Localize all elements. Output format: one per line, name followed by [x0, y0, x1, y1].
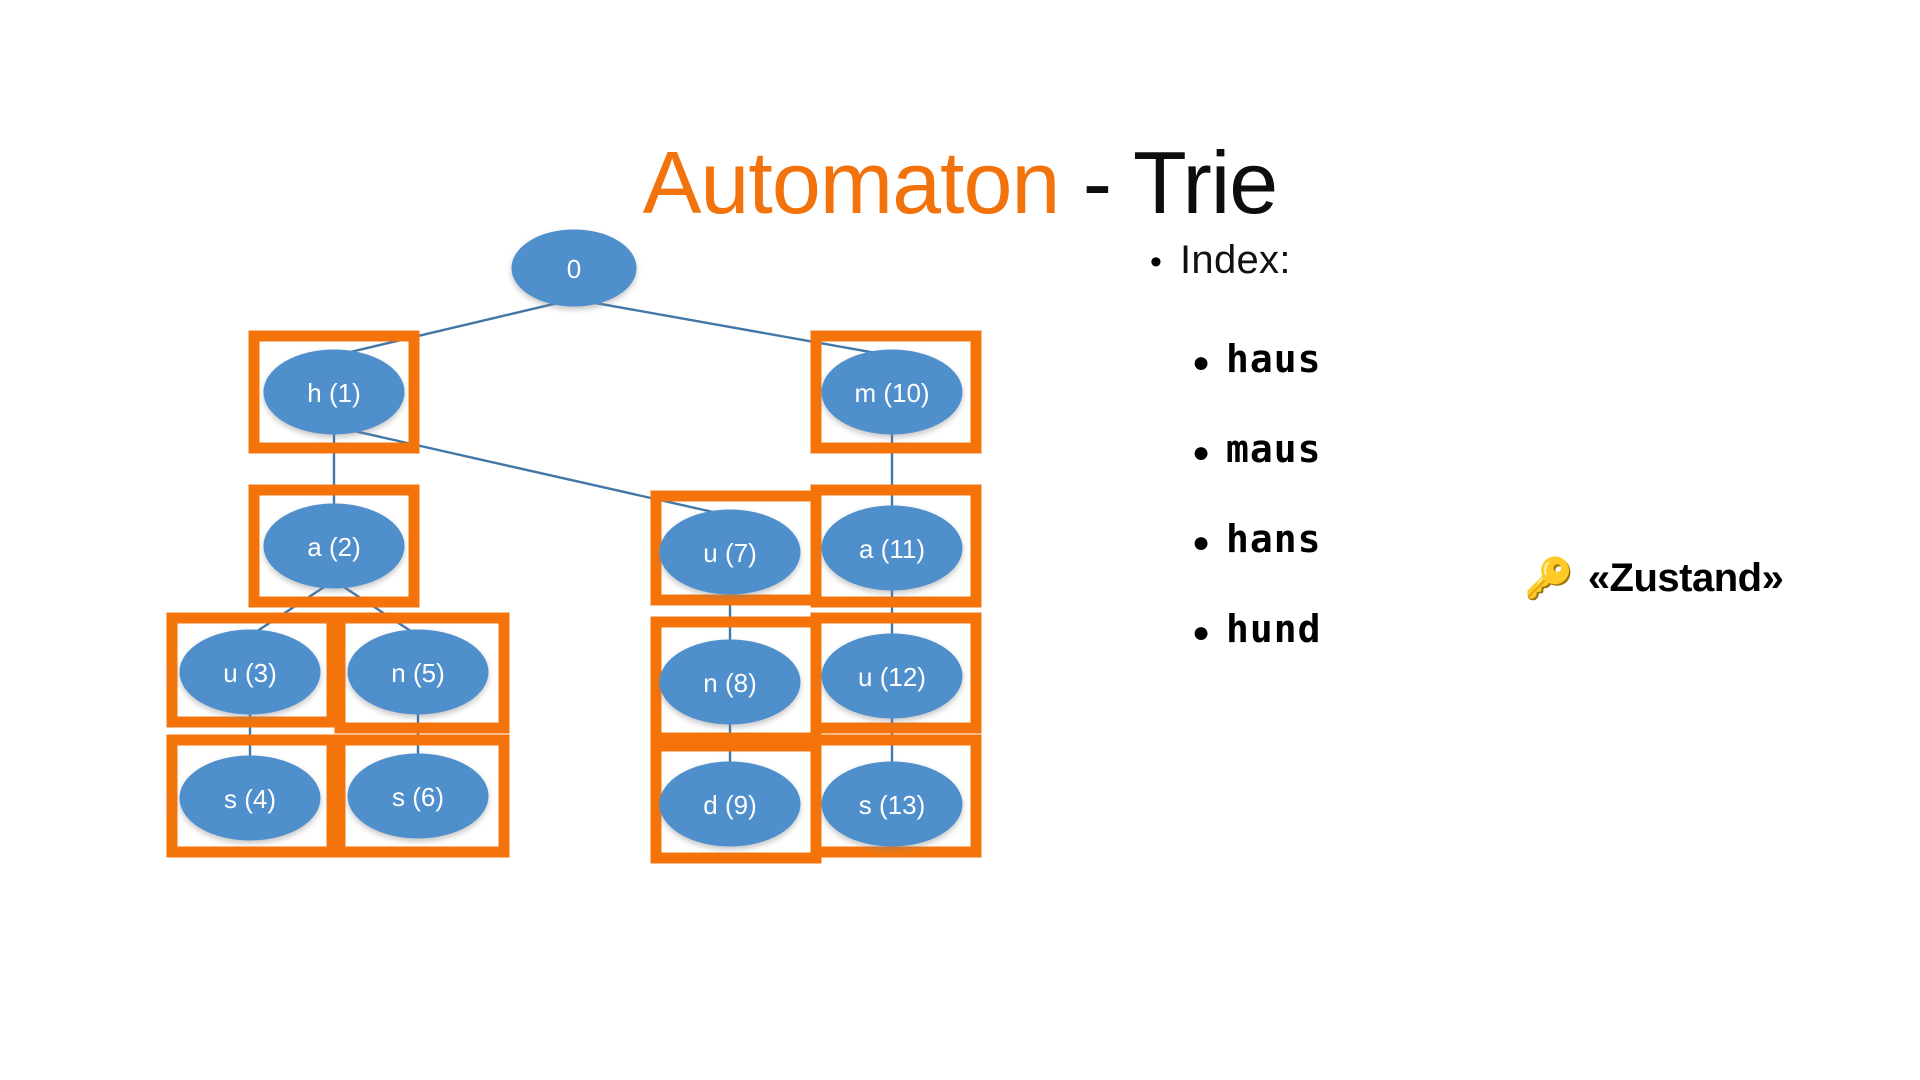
title-accent-text: Automaton — [642, 132, 1061, 232]
node-label-5: n (5) — [391, 658, 444, 688]
tree-node-11[interactable]: a (11) — [821, 505, 963, 591]
node-ellipse-9 — [659, 761, 801, 847]
list-item-word-maus: ● maus — [1192, 427, 1910, 471]
word-label-haus: haus — [1226, 337, 1322, 381]
tree-edge-0-to-1 — [333, 297, 575, 358]
word-label-hans: hans — [1226, 517, 1322, 561]
node-label-1: h (1) — [307, 378, 360, 408]
node-ellipse-10 — [821, 349, 963, 435]
node-ellipse-11 — [821, 505, 963, 591]
trie-diagram: 0 h (1) m (10) a (2) u (7) a (11) u (3) n (5) n … — [150, 228, 1080, 988]
list-item-word-hans: ● hans — [1192, 517, 1910, 561]
state-box-12 — [810, 612, 982, 734]
node-label-13: s (13) — [859, 790, 925, 820]
tree-edge-1-to-7 — [333, 425, 731, 518]
bullet-dot-icon: ● — [1192, 346, 1211, 379]
bullet-dot-icon: ● — [1192, 616, 1211, 649]
node-ellipse-0 — [511, 229, 637, 307]
bullet-item-index: • Index: — [1150, 238, 1910, 283]
content-column: • Index: ● haus ● maus ● hans ● hund — [1150, 238, 1910, 697]
node-label-8: n (8) — [703, 668, 756, 698]
tree-node-12[interactable]: u (12) — [821, 633, 963, 719]
list-item-word-hund: ● hund — [1192, 607, 1910, 651]
node-label-6: s (6) — [392, 782, 444, 812]
tree-node-3[interactable]: u (3) — [179, 629, 321, 715]
node-label-9: d (9) — [703, 790, 756, 820]
tree-node-9[interactable]: d (9) — [659, 761, 801, 847]
page-title: Automaton - Trie — [0, 136, 1920, 229]
tree-node-13[interactable]: s (13) — [821, 761, 963, 847]
bullet-label-index: Index: — [1180, 238, 1291, 282]
tree-node-7[interactable]: u (7) — [659, 509, 801, 595]
tree-node-10[interactable]: m (10) — [821, 349, 963, 435]
node-ellipse-13 — [821, 761, 963, 847]
node-label-0: 0 — [567, 254, 581, 284]
legend-zustand: 🔑 «Zustand» — [1524, 556, 1784, 601]
node-ellipse-4 — [179, 755, 321, 841]
tree-edge-2-to-3 — [249, 579, 335, 637]
bullet-dot-icon: ● — [1192, 436, 1211, 469]
node-ellipse-5 — [347, 629, 489, 715]
tree-node-0[interactable]: 0 — [511, 229, 637, 307]
state-box-1 — [248, 330, 420, 454]
tree-node-4[interactable]: s (4) — [179, 755, 321, 841]
tree-edge-2-to-5 — [333, 579, 419, 637]
state-box-13 — [810, 734, 982, 858]
node-ellipse-7 — [659, 509, 801, 595]
tree-node-2[interactable]: a (2) — [263, 503, 405, 589]
trie-svg: 0 h (1) m (10) a (2) u (7) a (11) u (3) n (5) n … — [166, 229, 982, 864]
node-label-2: a (2) — [307, 532, 360, 562]
node-label-12: u (12) — [858, 662, 926, 692]
node-label-10: m (10) — [854, 378, 929, 408]
state-box-3 — [166, 612, 338, 728]
tree-node-6[interactable]: s (6) — [347, 753, 489, 839]
node-ellipse-2 — [263, 503, 405, 589]
tree-nodes-layer: 0 h (1) m (10) a (2) u (7) a (11) u (3) n (5) n … — [179, 229, 963, 847]
legend-label-zustand: «Zustand» — [1587, 556, 1784, 600]
word-label-hund: hund — [1226, 607, 1322, 651]
state-box-6 — [334, 734, 510, 858]
node-label-3: u (3) — [223, 658, 276, 688]
title-rest-text: - Trie — [1059, 132, 1278, 232]
node-label-11: a (11) — [859, 534, 925, 564]
tree-node-5[interactable]: n (5) — [347, 629, 489, 715]
word-label-maus: maus — [1226, 427, 1322, 471]
node-ellipse-12 — [821, 633, 963, 719]
node-label-4: s (4) — [224, 784, 276, 814]
tree-edge-0-to-10 — [573, 297, 893, 358]
list-item-word-haus: ● haus — [1192, 337, 1910, 381]
bullet-dot-icon: • — [1150, 243, 1162, 281]
state-box-2 — [248, 484, 420, 608]
node-label-7: u (7) — [703, 538, 756, 568]
tree-node-1[interactable]: h (1) — [263, 349, 405, 435]
state-box-11 — [810, 484, 982, 608]
state-box-5 — [334, 612, 510, 734]
key-icon: 🔑 — [1524, 556, 1574, 601]
node-ellipse-6 — [347, 753, 489, 839]
state-box-10 — [810, 330, 982, 454]
bullet-dot-icon: ● — [1192, 526, 1211, 559]
node-ellipse-3 — [179, 629, 321, 715]
state-boxes-layer — [166, 330, 982, 864]
state-box-4 — [166, 734, 338, 858]
node-ellipse-1 — [263, 349, 405, 435]
tree-node-8[interactable]: n (8) — [659, 639, 801, 725]
node-ellipse-8 — [659, 639, 801, 725]
